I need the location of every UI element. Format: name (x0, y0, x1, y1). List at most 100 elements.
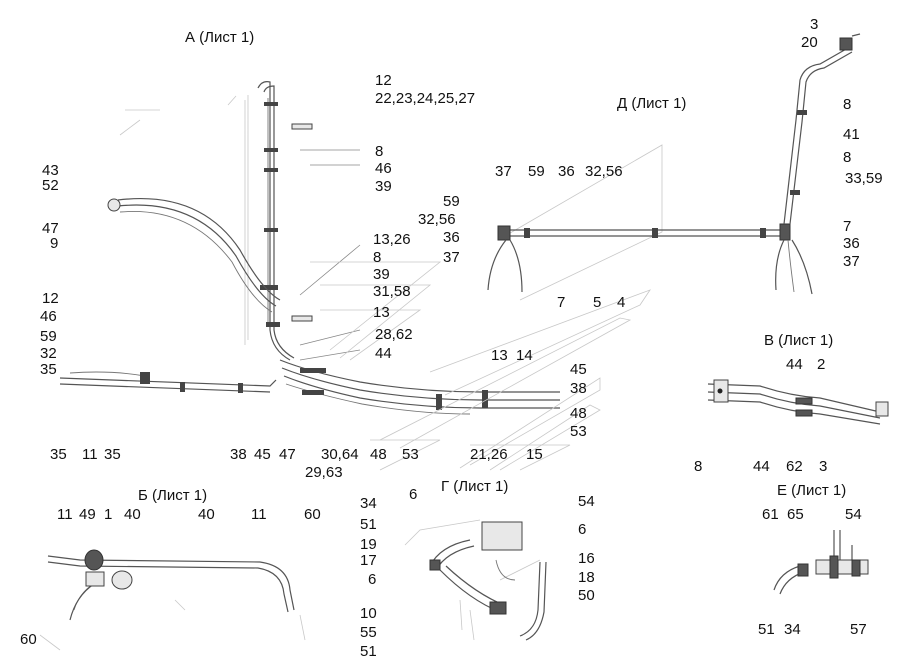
callout: 39 (373, 266, 390, 283)
callout-labels: 12 22,23,24,25,27 8 46 39 43 52 47 9 59 … (20, 16, 883, 660)
callout: 3 (819, 458, 827, 475)
callout: 8 (843, 96, 851, 113)
view-e-drawing (773, 530, 869, 595)
callout: 39 (375, 178, 392, 195)
callout: 38 (230, 446, 247, 463)
callout: 13 (491, 347, 508, 364)
view-d-drawing (487, 33, 861, 295)
callout: 37 (495, 163, 512, 180)
callout: 29,63 (305, 464, 343, 481)
view-g-title: Г (Лист 1) (441, 478, 508, 495)
callout: 21,26 (470, 446, 508, 463)
callout: 20 (801, 34, 818, 51)
callout: 44 (375, 345, 392, 362)
view-b-title: Б (Лист 1) (138, 487, 207, 504)
callout: 12 (375, 72, 392, 89)
callout: 35 (40, 361, 57, 378)
callout: 11 (251, 506, 267, 523)
callout: 48 (370, 446, 387, 463)
callout: 1 (104, 506, 112, 523)
callout: 28,62 (375, 326, 413, 343)
callout: 11 (57, 506, 73, 523)
callout: 11 (82, 446, 98, 463)
callout: 53 (570, 423, 587, 440)
callout: 7 (557, 294, 565, 311)
callout: 59 (443, 193, 460, 210)
view-b-drawing (39, 549, 306, 651)
callout: 6 (578, 521, 586, 538)
callout: 54 (578, 493, 595, 510)
callout: 2 (817, 356, 825, 373)
view-e-title: Е (Лист 1) (777, 482, 846, 499)
callout: 13 (373, 304, 390, 321)
callout: 61 (762, 506, 779, 523)
callout: 7 (843, 218, 851, 235)
callout: 44 (753, 458, 770, 475)
callout: 10 (360, 605, 377, 622)
callout: 6 (368, 571, 376, 588)
callout: 4 (617, 294, 625, 311)
callout: 35 (50, 446, 67, 463)
callout: 60 (20, 631, 37, 648)
callout: 34 (360, 495, 377, 512)
view-g-drawing (404, 519, 547, 641)
callout: 44 (786, 356, 803, 373)
callout: 40 (198, 506, 215, 523)
callout: 37 (443, 249, 460, 266)
callout: 22,23,24,25,27 (375, 90, 475, 107)
callout: 51 (360, 643, 377, 660)
callout: 31,58 (373, 283, 411, 300)
callout: 36 (558, 163, 575, 180)
callout: 6 (409, 486, 417, 503)
callout: 59 (528, 163, 545, 180)
callout: 35 (104, 446, 121, 463)
callout: 32 (40, 345, 57, 362)
callout: 45 (254, 446, 271, 463)
callout: 53 (402, 446, 419, 463)
callout: 62 (786, 458, 803, 475)
callout: 41 (843, 126, 860, 143)
callout: 51 (758, 621, 775, 638)
callout: 51 (360, 516, 377, 533)
callout: 52 (42, 177, 59, 194)
view-a-drawing (59, 81, 560, 415)
callout: 8 (694, 458, 702, 475)
callout: 17 (360, 552, 377, 569)
view-v-title: В (Лист 1) (764, 332, 833, 349)
callout: 55 (360, 624, 377, 641)
callout: 60 (304, 506, 321, 523)
view-a-title: А (Лист 1) (185, 29, 254, 46)
callout: 45 (570, 361, 587, 378)
callout: 57 (850, 621, 867, 638)
callout: 46 (40, 308, 57, 325)
view-v-drawing (707, 379, 889, 425)
callout: 13,26 (373, 231, 411, 248)
callout: 8 (843, 149, 851, 166)
callout: 36 (843, 235, 860, 252)
callout: 48 (570, 405, 587, 422)
callout: 32,56 (418, 211, 456, 228)
view-d-title: Д (Лист 1) (617, 95, 686, 112)
callout: 59 (40, 328, 57, 345)
callout: 43 (42, 162, 59, 179)
leader-ribbons (310, 144, 663, 471)
callout: 46 (375, 160, 392, 177)
callout: 65 (787, 506, 804, 523)
callout: 5 (593, 294, 601, 311)
callout: 34 (784, 621, 801, 638)
callout: 32,56 (585, 163, 623, 180)
callout: 16 (578, 550, 595, 567)
callout: 8 (373, 249, 381, 266)
callout: 8 (375, 143, 383, 160)
callout: 15 (526, 446, 543, 463)
callout: 19 (360, 536, 377, 553)
callout: 12 (42, 290, 59, 307)
callout: 50 (578, 587, 595, 604)
callout: 47 (42, 220, 59, 237)
callout: 30,64 (321, 446, 359, 463)
callout: 36 (443, 229, 460, 246)
callout: 38 (570, 380, 587, 397)
callout: 49 (79, 506, 96, 523)
